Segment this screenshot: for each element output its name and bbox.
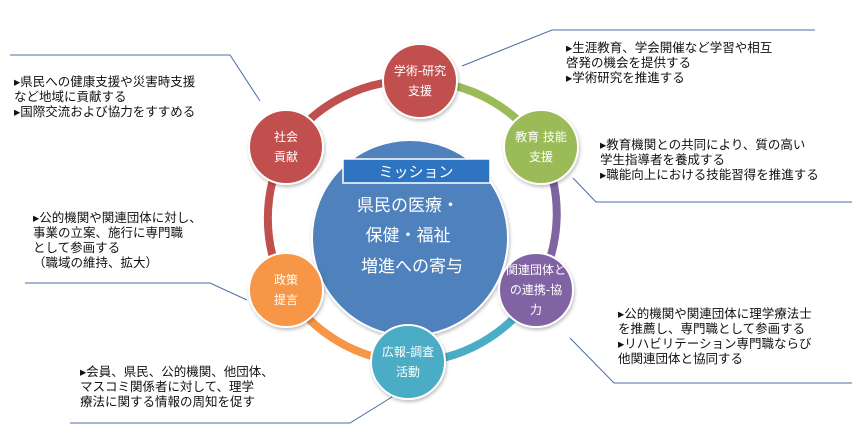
callout-line: ▸学術研究を推進する <box>566 70 685 85</box>
node-label-education: 教育 技能 <box>515 129 567 144</box>
callout-line: ▸国際交流および協力をすすめる <box>14 104 196 119</box>
mission-label: ミッション <box>378 163 453 181</box>
node-circle-policy <box>248 252 324 328</box>
callout-line: ▸会員、県民、公的機関、他団体、 <box>80 364 274 379</box>
leader-line-cooperation <box>569 337 852 384</box>
node-label-cooperation: 力 <box>530 303 542 317</box>
leader-lines <box>10 29 852 424</box>
callout-line: ▸リハビリテーション専門職ならび <box>618 336 812 351</box>
node-label-social: 貢献 <box>274 149 298 164</box>
callout-pr: ▸会員、県民、公的機関、他団体、 マスコミ関係者に対して、理学 療法に関する情報… <box>80 364 274 409</box>
node-label-pr: 活動 <box>396 365 420 379</box>
callout-line: 啓発の機会を提供する <box>566 55 692 70</box>
node-circle-social <box>248 109 324 185</box>
center-line-1: 県民の医療・ <box>357 196 459 216</box>
callout-education: ▸教育機関との共同により、質の高い 学生指導者を養成する ▸職能向上における技能… <box>600 137 819 182</box>
callout-line: ▸職能向上における技能習得を推進する <box>600 167 819 182</box>
center-line-2: 保健・福祉 <box>366 226 451 246</box>
callout-line: 事業の立案、施行に専門職 <box>33 225 184 240</box>
callout-line: など地域に貢献する <box>14 89 127 104</box>
callout-line: ▸教育機関との共同により、質の高い <box>600 137 806 152</box>
leader-line-policy <box>25 282 248 301</box>
leader-line-pr <box>70 391 401 424</box>
callout-line: マスコミ関係者に対して、理学 <box>80 379 255 394</box>
callout-social: ▸県民への健康支援や災害時支援 など地域に貢献する ▸国際交流および協力をすすめ… <box>14 74 195 119</box>
callout-line: を推薦し、専門職として参画する <box>618 321 806 336</box>
mission-box <box>342 158 491 184</box>
node-label-policy: 政策 <box>274 273 298 287</box>
callout-line: ▸公的機関や関連団体に理学療法士 <box>618 306 812 321</box>
center-line-3: 増進への寄与 <box>361 257 463 277</box>
node-label-policy: 提言 <box>274 292 298 307</box>
callout-line: として参画する <box>33 240 121 255</box>
node-label-cooperation: 関連団体と <box>506 263 566 277</box>
node-label-pr: 広報‐調査 <box>382 345 434 359</box>
node-label-academic: 支援 <box>408 84 432 98</box>
node-label-cooperation: の連携‐協 <box>510 282 562 297</box>
callout-line: （職域の維持、拡大） <box>33 255 159 270</box>
callout-line: 他関連団体と協同する <box>618 351 744 366</box>
node-circle-cooperation <box>498 252 574 328</box>
node-label-academic: 学術‐研究 <box>394 63 446 78</box>
callout-line: ▸生涯教育、学会開催など学習や相互 <box>566 40 773 55</box>
callout-policy: ▸公的機関や関連団体に対し、 事業の立案、施行に専門職 として参画する （職域の… <box>33 210 202 270</box>
center-hub: ミッション 県民の医療・ 保健・福祉 増進への寄与 <box>311 139 509 337</box>
callout-line: 学生指導者を養成する <box>600 152 726 167</box>
callout-line: ▸県民への健康支援や災害時支援 <box>14 74 196 89</box>
leader-line-education <box>572 177 852 203</box>
leader-line-academic <box>461 29 815 67</box>
node-circle-education <box>503 109 579 185</box>
callout-cooperation: ▸公的機関や関連団体に理学療法士 を推薦し、専門職として参画する ▸リハビリテー… <box>618 306 812 366</box>
callout-academic: ▸生涯教育、学会開催など学習や相互 啓発の機会を提供する ▸学術研究を推進する <box>566 40 772 85</box>
node-label-education: 支援 <box>529 150 553 164</box>
callout-line: ▸公的機関や関連団体に対し、 <box>33 210 202 225</box>
callout-line: 療法に関する情報の周知を促す <box>80 394 256 409</box>
node-circle-academic <box>382 43 458 119</box>
node-label-social: 社会 <box>274 129 298 144</box>
node-circle-pr <box>370 324 446 400</box>
leader-line-social <box>10 54 261 102</box>
